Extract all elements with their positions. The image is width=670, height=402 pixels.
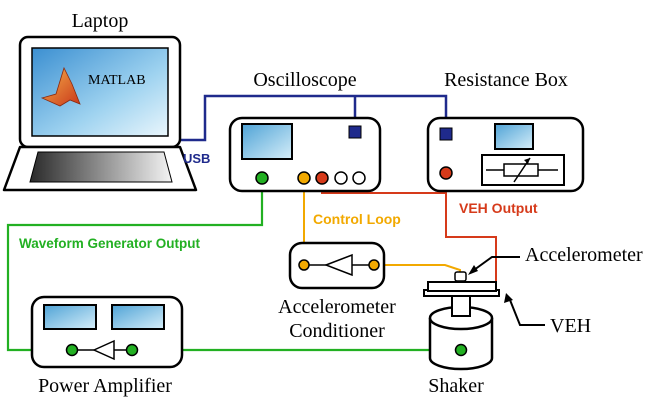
usb-label: USB [183,151,210,166]
resistance-box [426,116,585,193]
matlab-label: MATLAB [88,73,146,88]
power-amplifier-display-right [111,304,165,330]
resistance-box-label: Resistance Box [444,69,568,91]
shaker-label: Shaker [428,375,484,397]
accelerometer-sensor [454,271,467,282]
power-amplifier-label: Power Amplifier [38,375,172,397]
conditioner-input-port [368,259,380,271]
power-amplifier-output-port [125,343,139,357]
waveform-generator-output-label: Waveform Generator Output [19,236,201,251]
resistance-box-input-port [439,166,453,180]
veh-beam [427,281,497,292]
accelerometer-conditioner-label-line2: Conditioner [289,320,385,342]
power-amplifier [30,295,184,369]
laptop-keyboard [29,151,173,183]
oscilloscope [228,116,382,193]
oscilloscope-usb-port [348,125,362,139]
oscilloscope-channel4-port [352,171,366,185]
oscilloscope-screen [241,123,293,160]
resistance-box-display [494,123,534,150]
oscilloscope-label: Oscilloscope [253,69,356,91]
oscilloscope-channel2-port [315,171,329,185]
shaker-input-port [454,343,468,357]
veh-label: VEH [550,315,591,337]
veh-output-label: VEH Output [459,200,538,216]
conditioner-output-port [298,259,310,271]
power-amplifier-display-left [43,304,97,330]
accelerometer-conditioner [288,241,386,290]
laptop [2,35,198,192]
oscilloscope-waveform-out-port [255,171,269,185]
veh-pointer-arrow [504,293,545,326]
resistance-box-usb-port [439,127,453,141]
laptop-screen [31,47,169,137]
shaker [428,295,494,371]
veh-device [423,281,500,297]
waveform-wire [6,178,460,352]
oscilloscope-channel3-port [334,171,348,185]
accelerometer-label: Accelerometer [525,244,643,266]
laptop-label: Laptop [72,10,129,32]
power-amplifier-input-port [65,343,79,357]
control-loop-label: Control Loop [313,211,401,227]
matlab-logo-icon [40,66,81,107]
accelerometer-conditioner-label-line1: Accelerometer [278,296,396,318]
oscilloscope-channel1-port [297,171,311,185]
variable-resistor-icon [486,157,558,183]
shaker-armature [451,295,471,317]
shaker-body [428,318,494,371]
accelerometer-pointer-arrow [468,256,520,275]
